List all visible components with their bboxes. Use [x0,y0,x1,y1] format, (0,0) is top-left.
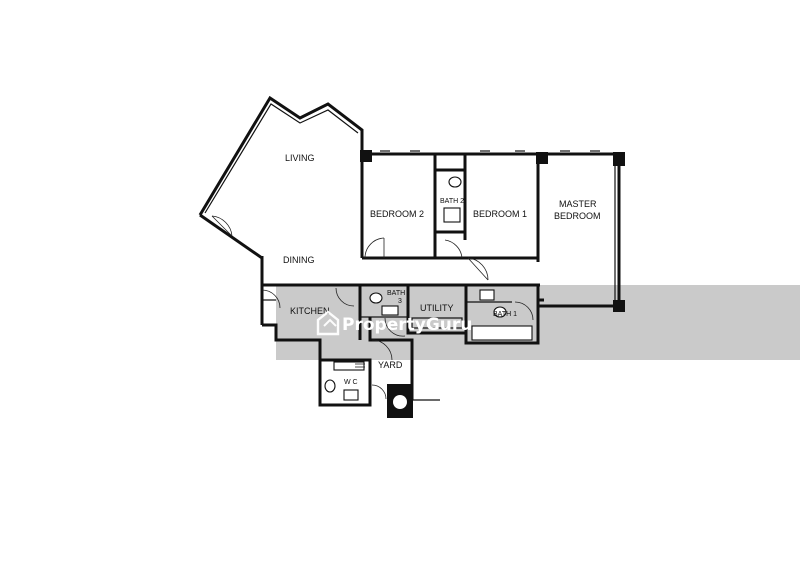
yard-wall [368,317,414,400]
living-door-swing [211,215,233,237]
label-wc: W C [344,379,358,386]
bath3-door-swing [384,317,406,337]
label-master-line2: BEDROOM [554,211,601,221]
bath1-outline [464,283,540,345]
label-bath-3-line2: 3 [398,298,402,305]
watermark-text: PropertyGuru [342,315,472,335]
sink-icon [381,305,399,316]
living-door-leaf [211,215,233,237]
utility-shelf [411,317,463,329]
wc-door-swing [371,384,387,400]
living-bay-inner [204,103,359,214]
kitchen-inner-door-swing [335,287,355,307]
bedroom2-door-swing [364,237,385,259]
bath1-door-swing [514,301,534,321]
kitchen-bottom-wall [262,323,322,360]
label-kitchen: KITCHEN [290,306,330,316]
label-bedroom-2: BEDROOM 2 [370,209,424,219]
label-utility: UTILITY [420,303,454,313]
label-bedroom-1: BEDROOM 1 [473,209,527,219]
column [613,152,625,166]
kitchen-door-swing [261,289,281,309]
living-lower-wall [199,213,263,260]
toilet-icon [493,306,507,318]
living-bay-wall [198,95,364,216]
corridor-door-leaf [467,257,489,281]
toilet-icon [448,176,462,188]
label-living: LIVING [285,153,315,163]
sink-icon [443,207,461,223]
label-master-line1: MASTER [559,199,597,209]
sink-icon [343,389,359,401]
drain-icon [393,395,407,409]
sink-icon [479,289,495,301]
label-yard: YARD [378,360,403,370]
corridor-door-swing [467,257,489,281]
label-dining: DINING [283,255,315,265]
label-bath-2: BATH 2 [440,198,464,205]
toilet-icon [324,379,336,393]
label-bath-3-line1: BATH [387,290,405,297]
bathtub-icon [471,325,533,341]
label-bath-1: BATH 1 [493,311,517,318]
yard-door-swing [371,339,393,361]
wc-vent [355,363,365,368]
toilet-icon [369,292,383,304]
propertyguru-logo-icon [316,310,340,336]
bedroom1-door-swing [444,239,463,259]
wc-outline [318,358,372,407]
wc-counter [333,361,365,371]
